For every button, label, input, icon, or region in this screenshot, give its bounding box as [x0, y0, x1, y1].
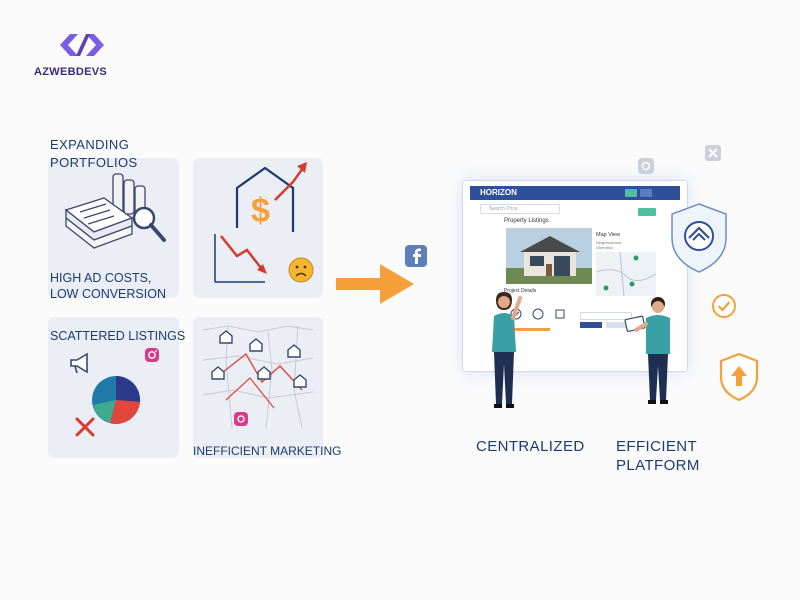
pie-chart-icon: [92, 375, 141, 424]
check-circle-icon: [712, 294, 736, 318]
magnifier-icon: [132, 206, 166, 242]
close-icon: [705, 145, 721, 161]
map-sub-label: Neighborhood Overview: [596, 240, 622, 250]
search-input[interactable]: Search Price: [480, 204, 560, 214]
arrow-right-icon: [336, 264, 414, 304]
header-button[interactable]: [640, 189, 652, 197]
instagram-icon: [638, 158, 654, 174]
books-icon: [64, 173, 146, 249]
megaphone-icon: [70, 352, 88, 374]
map-view-label: Map View: [596, 232, 621, 238]
details-icons: [510, 308, 565, 331]
facebook-icon: [405, 245, 427, 267]
mini-map[interactable]: [596, 252, 656, 296]
dashboard-title: HORIZON: [480, 188, 517, 197]
label-centralized: CENTRALIZED: [476, 438, 585, 455]
label-high-ad-costs: HIGH AD COSTS, LOW CONVERSION: [50, 271, 166, 301]
shield-arrow-icon: [719, 352, 759, 402]
listing-photo: [506, 228, 592, 284]
detail-field[interactable]: [580, 312, 632, 320]
section-listings-label: Property Listings: [504, 218, 549, 224]
logo-icon: [60, 34, 104, 56]
map-icon: [202, 325, 314, 429]
person-man: [624, 297, 670, 404]
label-efficient-platform: EFFICIENT PLATFORM: [616, 438, 700, 474]
svg-text:$: $: [251, 192, 270, 230]
section-details-label: Project Details: [504, 288, 537, 294]
x-mark-icon: [75, 417, 95, 437]
brand-name: AZWEBDEVS: [34, 66, 107, 78]
filter-button[interactable]: [638, 208, 656, 216]
detail-button[interactable]: [580, 322, 602, 328]
sad-face-icon: [288, 257, 314, 283]
house-dollar-icon: $: [214, 162, 307, 283]
instagram-icon: [145, 348, 159, 362]
label-expanding-portfolios: EXPANDING PORTFOLIOS: [50, 137, 138, 170]
label-scattered-listings: SCATTERED LISTINGS: [50, 329, 186, 343]
person-woman: [492, 292, 522, 408]
detail-button[interactable]: [606, 322, 628, 328]
label-inefficient-marketing: INEFFICIENT MARKETING: [193, 444, 342, 458]
header-button[interactable]: [625, 189, 637, 197]
shield-house-icon: [671, 203, 727, 273]
